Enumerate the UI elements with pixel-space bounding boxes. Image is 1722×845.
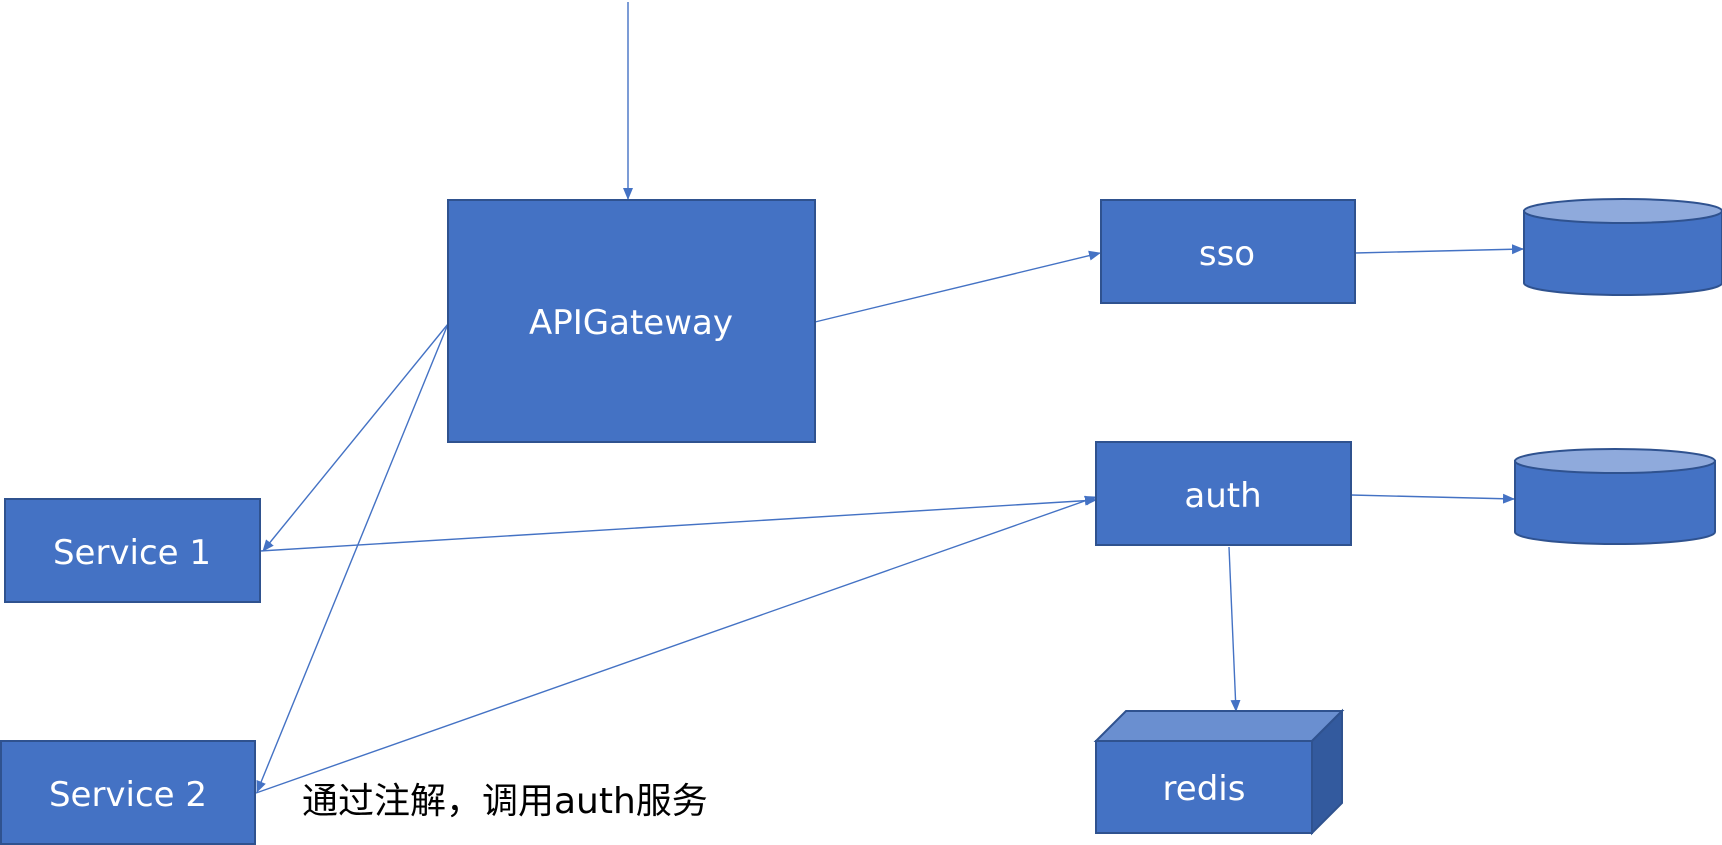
arrow-apigateway-to-service2 [256,323,449,793]
database-icon [1514,448,1716,545]
annotation-caption: 通过注解，调用auth服务 [302,781,708,822]
auth-label: auth [1184,476,1261,516]
apigateway-label: APIGateway [529,303,733,343]
sso-label: sso [1199,234,1255,274]
apigateway-node: APIGateway [447,199,816,443]
arrow-auth-to-db2 [1350,493,1515,504]
arrow-service2-to-auth [255,495,1097,794]
service2-node: Service 2 [0,740,256,845]
arrow-apigateway-to-service1 [262,323,449,552]
service2-label: Service 2 [49,775,207,815]
arrow-sso-to-db1 [1354,244,1524,255]
auth-node: auth [1095,441,1352,546]
service1-node: Service 1 [4,498,261,603]
redis-label: redis [1163,769,1246,809]
arrow-apigateway-to-sso [814,250,1101,323]
connectors [255,2,1524,794]
arrow-auth-to-redis [1228,546,1241,712]
database-icon [1523,198,1722,296]
sso-node: sso [1100,199,1356,304]
service1-label: Service 1 [53,533,211,573]
redis-node: redis [1093,708,1345,836]
arrow-service1-to-auth [259,495,1097,552]
